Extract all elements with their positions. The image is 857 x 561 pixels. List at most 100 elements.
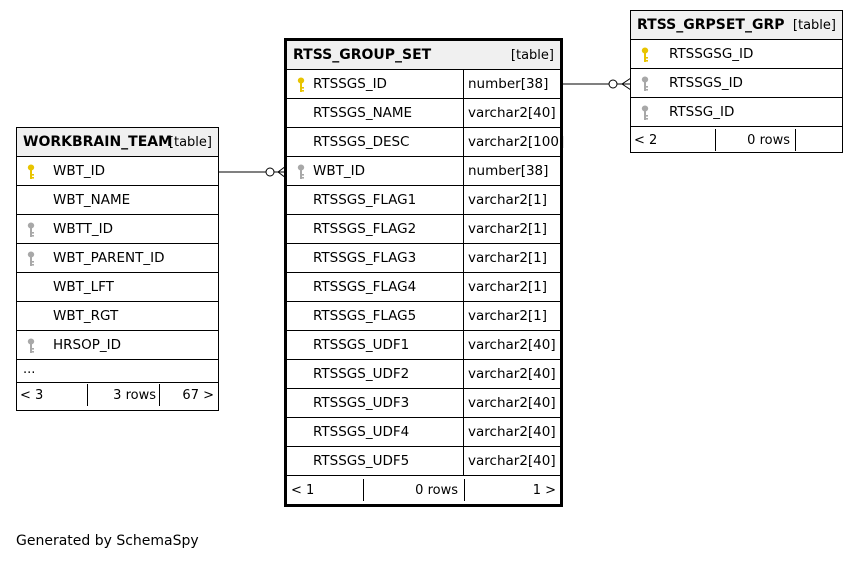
column-type: varchar2[1]: [468, 308, 548, 324]
column-type: varchar2[1]: [468, 250, 548, 266]
column-name: RTSSGS_FLAG1: [313, 192, 417, 208]
foreign-key-icon: [27, 251, 35, 267]
table-name: RTSS_GROUP_SET: [293, 47, 432, 63]
column-row: HRSOP_ID: [17, 331, 218, 360]
column-row: RTSSGS_ID number[38]: [287, 70, 560, 99]
column-name: RTSSGS_FLAG5: [313, 308, 417, 324]
foreign-key-icon: [641, 76, 649, 92]
column-type: varchar2[40]: [468, 105, 556, 121]
column-row: RTSSGS_FLAG1 varchar2[1]: [287, 186, 560, 215]
column-name: RTSSG_ID: [669, 104, 735, 120]
column-type: varchar2[40]: [468, 395, 556, 411]
table-footer: < 1 0 rows 1 >: [287, 479, 560, 501]
column-name: WBT_LFT: [53, 279, 114, 295]
column-row: RTSSGS_DESC varchar2[100]: [287, 128, 564, 157]
column-row: WBT_RGT: [17, 302, 218, 331]
column-row: RTSSGS_ID: [631, 69, 842, 98]
primary-key-icon: [297, 77, 305, 93]
column-row: RTSSGS_UDF3 varchar2[40]: [287, 389, 560, 418]
column-type: varchar2[1]: [468, 192, 548, 208]
column-name: HRSOP_ID: [53, 337, 121, 353]
column-name: RTSSGSG_ID: [669, 46, 754, 62]
column-name: RTSSGS_UDF1: [313, 337, 410, 353]
parents-count: < 3: [20, 388, 44, 403]
relationship-groupset-grpsetgrp: [563, 77, 632, 91]
primary-key-icon: [641, 47, 649, 63]
column-name: RTSSGS_FLAG3: [313, 250, 417, 266]
column-type: varchar2[1]: [468, 221, 548, 237]
table-footer: < 3 3 rows 67 >: [17, 384, 218, 406]
column-type: varchar2[40]: [468, 337, 556, 353]
ellipsis-text: ...: [23, 362, 36, 377]
column-type: varchar2[40]: [468, 366, 556, 382]
column-row: RTSSGS_UDF4 varchar2[40]: [287, 418, 560, 447]
column-row: RTSSG_ID: [631, 98, 842, 127]
column-name: WBT_RGT: [53, 308, 119, 324]
table-rtss-group-set[interactable]: RTSS_GROUP_SET [table] RTSSGS_ID number[3…: [284, 38, 564, 507]
table-type-label: [table]: [792, 18, 836, 33]
table-footer: < 2 0 rows: [631, 129, 842, 151]
column-name: RTSSGS_UDF5: [313, 453, 410, 469]
more-columns-ellipsis: ...: [17, 361, 218, 383]
relationship-team-groupset: [219, 165, 287, 179]
children-count: 1 >: [532, 483, 556, 498]
column-name: RTSSGS_UDF2: [313, 366, 410, 382]
column-name: RTSSGS_UDF4: [313, 424, 410, 440]
rows-count: 0 rows: [747, 133, 790, 148]
table-name: RTSS_GRPSET_GRP: [637, 17, 785, 33]
foreign-key-icon: [27, 338, 35, 354]
column-name: RTSSGS_FLAG4: [313, 279, 417, 295]
column-row: RTSSGSG_ID: [631, 40, 842, 69]
column-row: WBT_ID: [17, 157, 218, 186]
foreign-key-icon: [27, 222, 35, 238]
column-row: RTSSGS_FLAG5 varchar2[1]: [287, 302, 560, 331]
column-row: WBT_PARENT_ID: [17, 244, 218, 273]
foreign-key-icon: [641, 105, 649, 121]
column-row: WBT_NAME: [17, 186, 218, 215]
foreign-key-icon: [297, 164, 305, 180]
rows-count: 3 rows: [113, 388, 156, 403]
column-row: WBT_LFT: [17, 273, 218, 302]
column-row: RTSSGS_FLAG2 varchar2[1]: [287, 215, 560, 244]
column-name: WBT_ID: [53, 163, 105, 179]
generated-by-caption: Generated by SchemaSpy: [16, 533, 199, 549]
column-type: varchar2[40]: [468, 424, 556, 440]
column-name: RTSSGS_FLAG2: [313, 221, 417, 237]
column-type: number[38]: [468, 163, 549, 179]
table-workbrain-team[interactable]: WORKBRAIN_TEAM [table] WBT_ID WBT_NAME WBT…: [16, 127, 219, 411]
column-name: RTSSGS_DESC: [313, 134, 410, 150]
table-rtss-grpset-grp[interactable]: RTSS_GRPSET_GRP [table] RTSSGSG_ID RTSSGS…: [630, 10, 843, 153]
column-row: RTSSGS_UDF2 varchar2[40]: [287, 360, 560, 389]
column-row: RTSSGS_NAME varchar2[40]: [287, 99, 560, 128]
table-header: WORKBRAIN_TEAM [table]: [17, 128, 218, 157]
table-header: RTSS_GRPSET_GRP [table]: [631, 11, 842, 40]
column-type: number[38]: [468, 76, 549, 92]
parents-count: < 1: [291, 483, 315, 498]
column-name: WBT_PARENT_ID: [53, 250, 165, 266]
table-type-label: [table]: [168, 135, 212, 150]
column-name: WBT_NAME: [53, 192, 131, 208]
column-name: RTSSGS_NAME: [313, 105, 413, 121]
children-count: 67 >: [182, 388, 214, 403]
column-row: RTSSGS_FLAG3 varchar2[1]: [287, 244, 560, 273]
column-name: WBT_ID: [313, 163, 365, 179]
column-name: RTSSGS_ID: [669, 75, 743, 91]
column-type: varchar2[1]: [468, 279, 548, 295]
column-type: varchar2[40]: [468, 453, 556, 469]
column-type: varchar2[100]: [468, 134, 565, 150]
column-row: RTSSGS_UDF5 varchar2[40]: [287, 447, 560, 476]
parents-count: < 2: [634, 133, 658, 148]
column-name: WBTT_ID: [53, 221, 113, 237]
table-header: RTSS_GROUP_SET [table]: [287, 41, 560, 70]
column-row: WBTT_ID: [17, 215, 218, 244]
table-name: WORKBRAIN_TEAM: [23, 134, 173, 150]
column-row: WBT_ID number[38]: [287, 157, 560, 186]
column-row: RTSSGS_FLAG4 varchar2[1]: [287, 273, 560, 302]
rows-count: 0 rows: [415, 483, 458, 498]
primary-key-icon: [27, 164, 35, 180]
table-type-label: [table]: [510, 48, 554, 63]
column-name: RTSSGS_UDF3: [313, 395, 410, 411]
column-row: RTSSGS_UDF1 varchar2[40]: [287, 331, 560, 360]
column-name: RTSSGS_ID: [313, 76, 387, 92]
